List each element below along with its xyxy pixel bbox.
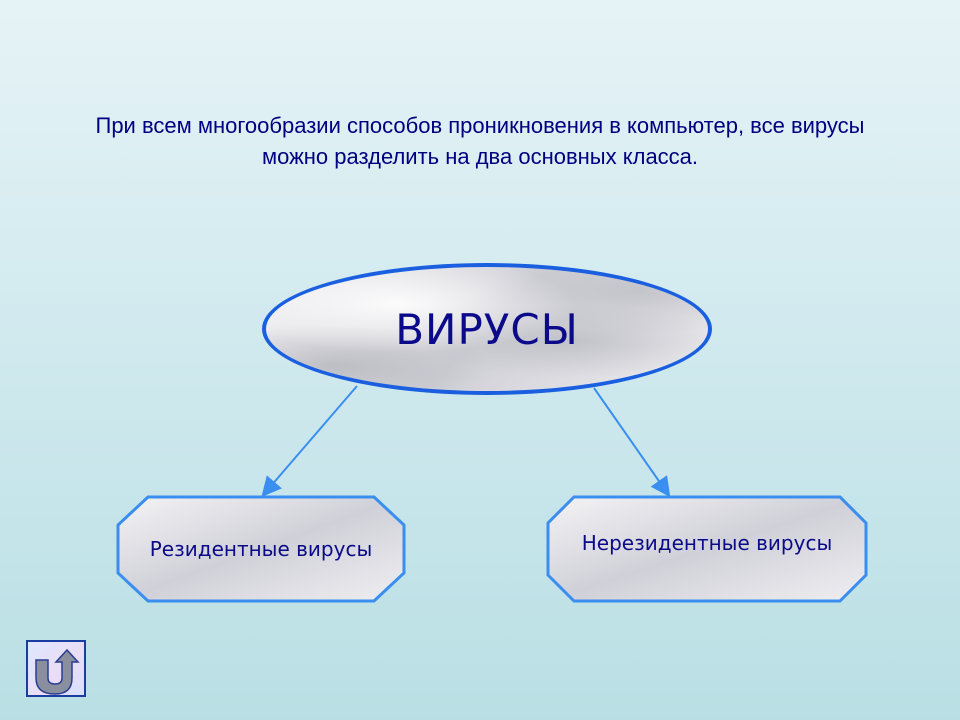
node-nonresident-viruses: Нерезидентные вирусы <box>546 495 868 603</box>
root-node-viruses: ВИРУСЫ <box>262 263 712 395</box>
node-resident-viruses: Резидентные вирусы <box>116 495 406 603</box>
node-label: Нерезидентные вирусы <box>581 531 833 555</box>
return-arrow-icon <box>35 648 80 695</box>
root-node-label: ВИРУСЫ <box>395 304 579 354</box>
back-button[interactable] <box>26 640 86 697</box>
arrow-to-nonresident <box>593 387 671 498</box>
node-label: Резидентные вирусы <box>149 537 373 561</box>
intro-text: При всем многообразии способов проникнов… <box>95 113 865 169</box>
arrow-to-resident <box>261 385 358 498</box>
